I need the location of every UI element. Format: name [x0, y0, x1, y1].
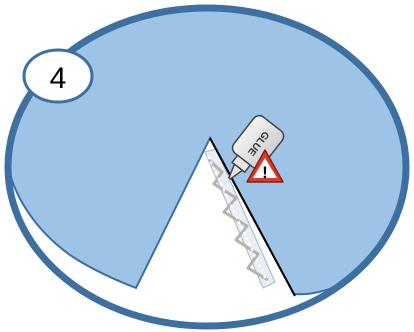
step-number: 4 [50, 62, 67, 95]
step-badge: 4 [24, 50, 92, 102]
warning-symbol: ! [262, 163, 268, 182]
